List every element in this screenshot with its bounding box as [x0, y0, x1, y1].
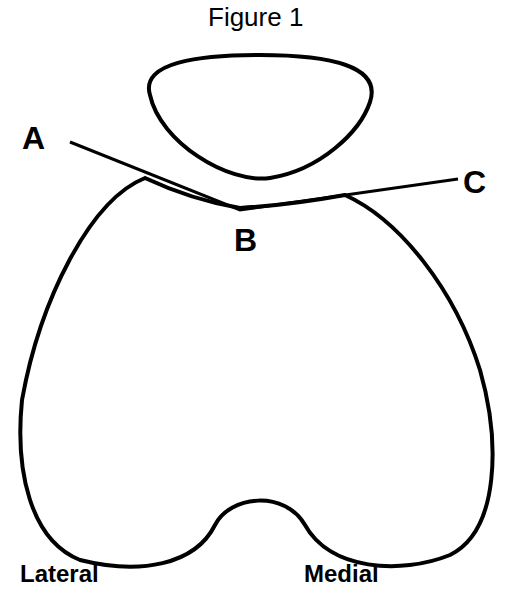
- femur-outline: [20, 178, 492, 567]
- callout-letter: A: [22, 122, 45, 154]
- figure-title: Figure 1: [208, 4, 303, 30]
- trochlear-line: [70, 142, 458, 210]
- callout-letter: B: [234, 224, 257, 256]
- callout-letter: C: [463, 166, 486, 198]
- side-label: Medial: [304, 562, 379, 586]
- side-label: Lateral: [20, 562, 99, 586]
- patella-outline: [149, 55, 372, 179]
